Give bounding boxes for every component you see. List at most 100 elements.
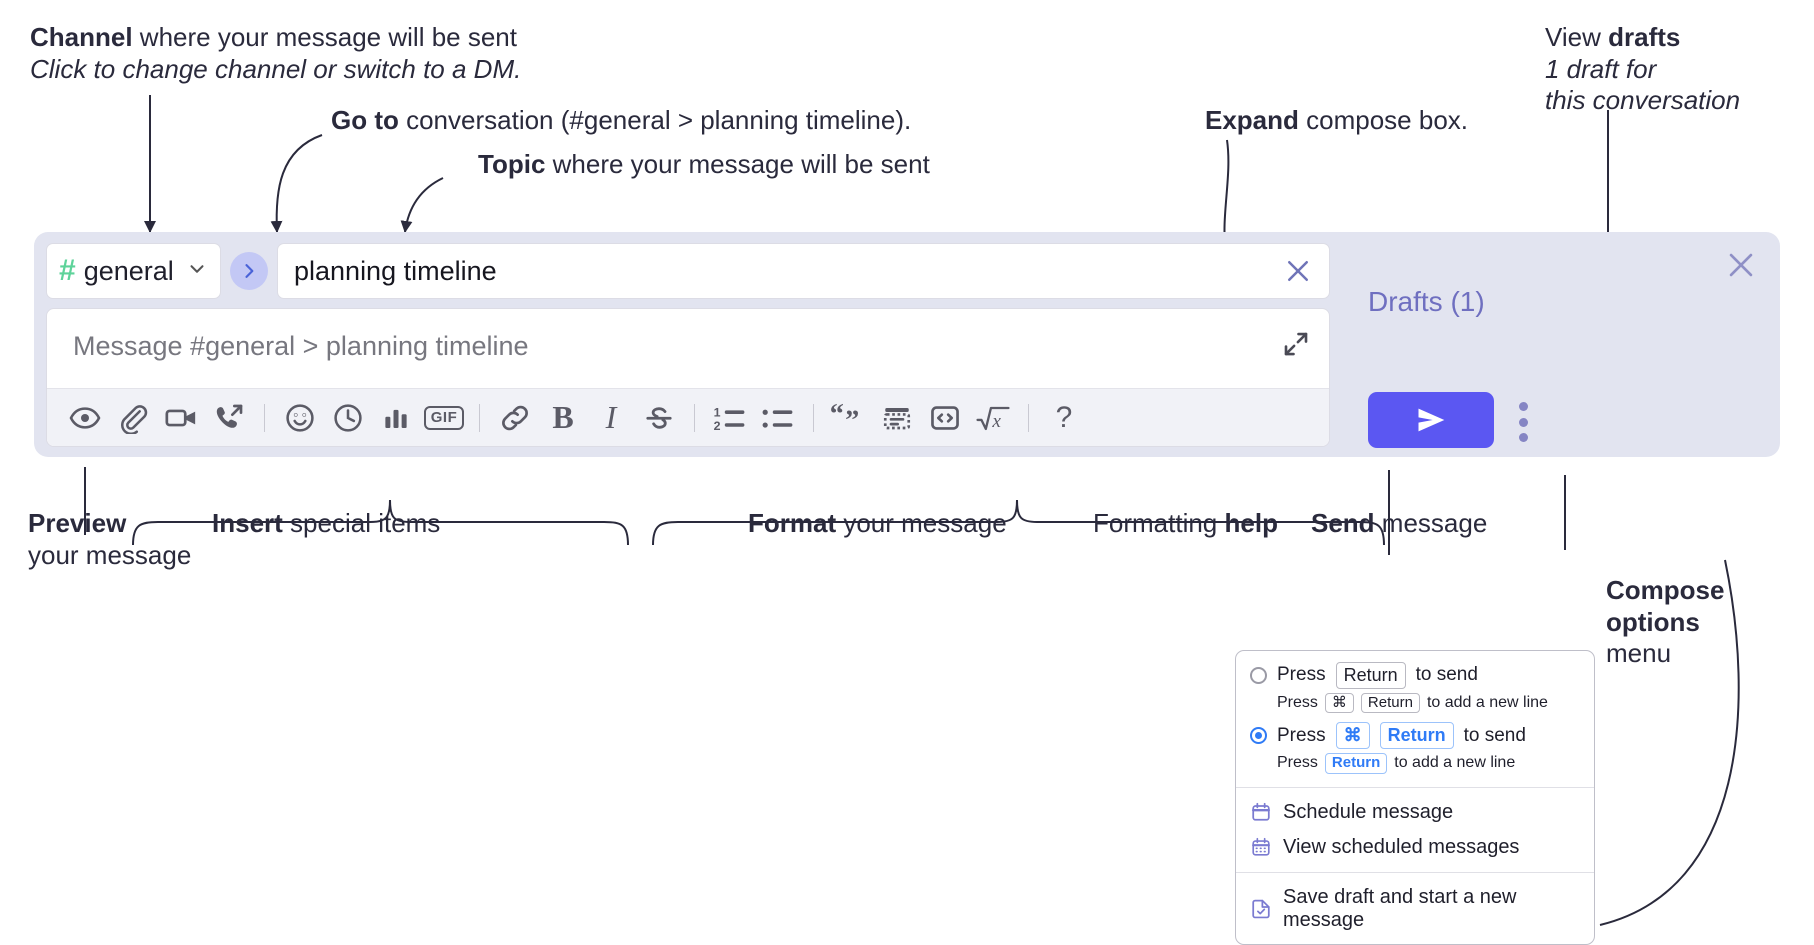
svg-text:x: x — [991, 411, 1001, 432]
svg-text:1: 1 — [714, 405, 721, 419]
clock-icon[interactable] — [324, 395, 372, 441]
message-input-box[interactable]: Message #general > planning timeline — [46, 308, 1330, 447]
code-block-icon[interactable] — [873, 395, 921, 441]
toolbar-separator — [264, 403, 265, 432]
annotation-format-bold: Format — [748, 508, 837, 538]
preview-icon[interactable] — [61, 395, 109, 441]
key-return: Return — [1335, 662, 1406, 689]
attachment-icon[interactable] — [109, 395, 157, 441]
expand-icon[interactable] — [1281, 329, 1311, 359]
annotation-format-rest: your message — [836, 508, 1007, 538]
kebab-dot — [1518, 433, 1528, 442]
chevron-down-icon — [186, 258, 208, 285]
menu-divider — [1236, 871, 1594, 873]
annotation-compose-line3: menu — [1606, 638, 1672, 669]
menu-item-save-draft[interactable]: Save draft and start a new message — [1236, 880, 1594, 938]
send-button[interactable] — [1368, 392, 1494, 448]
annotation-send-rest: message — [1374, 508, 1488, 538]
annotation-drafts-sub1: 1 draft for — [1545, 53, 1657, 84]
option2-sub-press: Press — [1277, 754, 1318, 772]
formatting-toolbar: GIF B I 1 — [47, 388, 1329, 446]
topic-value: planning timeline — [294, 255, 497, 286]
radio-selected-icon[interactable] — [1250, 727, 1267, 744]
annotation-send: Send message — [1311, 508, 1487, 540]
annotation-preview: Preview your message — [28, 508, 191, 571]
ordered-list-icon[interactable]: 1 2 — [706, 395, 754, 441]
option1-sub-press: Press — [1277, 693, 1318, 711]
annotation-goto: Go to conversation (#general > planning … — [331, 105, 911, 137]
annotation-goto-bold: Go to — [331, 105, 399, 135]
annotation-channel: Channel where your message will be sent … — [30, 22, 521, 85]
compose-header-row: # general planning timeline — [46, 242, 1330, 300]
hash-icon: # — [59, 254, 76, 287]
close-icon[interactable] — [1281, 254, 1315, 288]
annotation-insert-rest: special items — [282, 508, 441, 538]
annotation-drafts: View drafts 1 draft for this conversatio… — [1545, 22, 1740, 117]
annotation-expand-bold: Expand — [1205, 105, 1299, 135]
strikethrough-icon[interactable] — [635, 395, 683, 441]
italic-icon[interactable]: I — [587, 395, 635, 441]
inline-code-icon[interactable] — [921, 395, 969, 441]
bar-chart-icon[interactable] — [372, 395, 420, 441]
annotation-compose-line2: options — [1606, 606, 1700, 637]
annotation-preview-bold: Preview — [28, 508, 127, 538]
drafts-link[interactable]: Drafts (1) — [1368, 286, 1485, 317]
radio-unselected-icon[interactable] — [1250, 666, 1267, 684]
help-glyph: ? — [1055, 400, 1073, 434]
key-return: Return — [1324, 752, 1388, 774]
toolbar-separator — [813, 403, 814, 432]
annotation-preview-line2: your message — [28, 539, 192, 570]
menu-item-schedule-message[interactable]: Schedule message — [1236, 795, 1594, 830]
annotation-insert-bold: Insert — [212, 508, 283, 538]
option1-tosend: to send — [1415, 664, 1478, 686]
emoji-icon[interactable] — [276, 395, 324, 441]
annotation-drafts-plain: View — [1545, 22, 1609, 52]
send-option-cmd-return-hint: Press Return to add a new line — [1236, 749, 1594, 780]
annotation-channel-sub: Click to change channel or switch to a D… — [30, 53, 522, 84]
math-icon[interactable]: x — [969, 395, 1017, 441]
annotation-compose-line1: Compose — [1606, 575, 1725, 605]
annotation-send-bold: Send — [1311, 508, 1375, 538]
bulleted-list-icon[interactable] — [754, 395, 802, 441]
key-return: Return — [1360, 692, 1420, 714]
calendar-grid-icon — [1250, 836, 1272, 858]
save-draft-icon — [1250, 898, 1272, 920]
chevron-right-icon — [245, 264, 254, 278]
toolbar-separator — [1028, 403, 1029, 432]
goto-conversation-button[interactable] — [230, 252, 268, 290]
toolbar-separator — [694, 403, 695, 432]
close-icon[interactable] — [1724, 248, 1758, 282]
annotation-drafts-bold: drafts — [1608, 22, 1681, 52]
annotation-help-bold: help — [1224, 508, 1278, 538]
topic-input[interactable]: planning timeline — [277, 243, 1330, 299]
more-vertical-icon[interactable] — [1518, 402, 1528, 442]
send-option-return[interactable]: Press Return to send — [1236, 659, 1594, 689]
svg-text:“: “ — [831, 401, 844, 430]
message-placeholder: Message #general > planning timeline — [73, 331, 529, 361]
bold-glyph: B — [552, 399, 574, 435]
annotation-expand-rest: compose box. — [1298, 105, 1469, 135]
annotation-channel-bold: Channel — [30, 22, 133, 52]
calendar-schedule-icon — [1250, 801, 1272, 823]
channel-name: general — [83, 255, 174, 286]
menu-item-label: Schedule message — [1283, 800, 1454, 823]
phone-forward-icon[interactable] — [205, 395, 253, 441]
video-camera-icon[interactable] — [157, 395, 205, 441]
link-icon[interactable] — [491, 395, 539, 441]
toolbar-separator — [479, 403, 480, 432]
compose-options-menu: Press Return to send Press ⌘ Return to a… — [1235, 650, 1595, 945]
menu-item-view-scheduled-messages[interactable]: View scheduled messages — [1236, 830, 1594, 865]
option2-press: Press — [1277, 724, 1326, 746]
italic-glyph: I — [605, 399, 617, 435]
channel-picker[interactable]: # general — [46, 243, 221, 299]
blockquote-icon[interactable]: “ ” — [825, 395, 873, 441]
option2-tosend: to send — [1463, 724, 1526, 746]
send-option-cmd-return[interactable]: Press ⌘ Return to send — [1236, 719, 1594, 749]
bold-icon[interactable]: B — [539, 395, 587, 441]
annotation-topic-rest: where your message will be sent — [545, 149, 930, 179]
menu-item-label: View scheduled messages — [1283, 835, 1520, 858]
key-command: ⌘ — [1335, 722, 1370, 749]
annotation-help: Formatting help — [1093, 508, 1278, 540]
help-icon[interactable]: ? — [1040, 395, 1088, 441]
gif-icon[interactable]: GIF — [420, 395, 468, 441]
